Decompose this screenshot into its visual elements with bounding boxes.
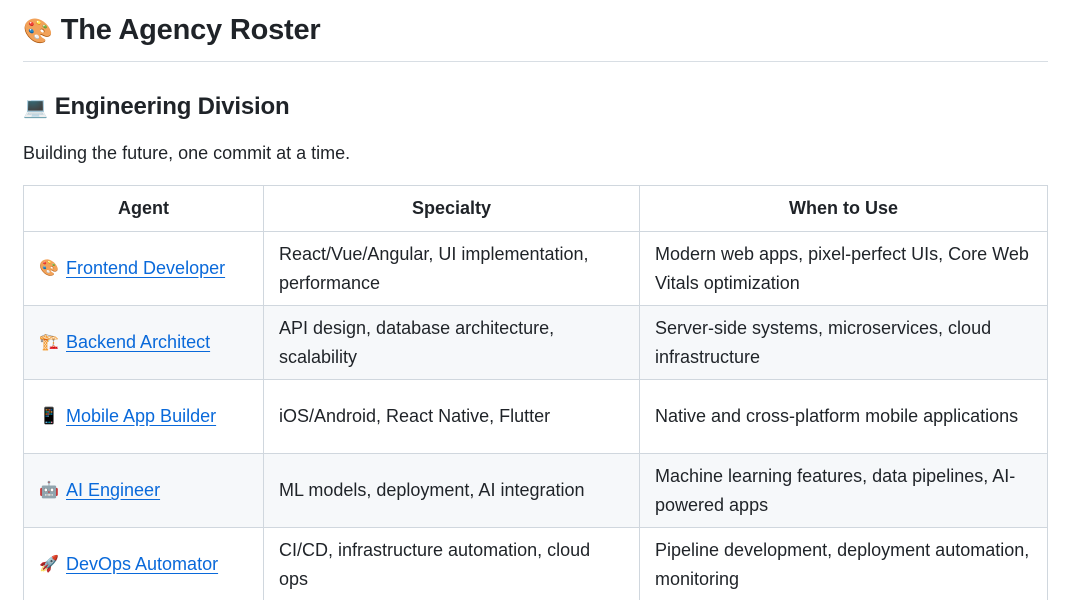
agent-link-mobile-app-builder[interactable]: Mobile App Builder bbox=[66, 406, 217, 426]
agent-link-ai-engineer[interactable]: AI Engineer bbox=[66, 480, 161, 500]
section-description: Building the future, one commit at a tim… bbox=[23, 143, 351, 163]
agents-table: Agent Specialty When to Use 🎨 Frontend D… bbox=[23, 185, 1048, 600]
page-title: 🎨 The Agency Roster bbox=[23, 0, 1048, 62]
agent-link-frontend-developer[interactable]: Frontend Developer bbox=[66, 258, 226, 278]
agent-cell: 📱 Mobile App Builder bbox=[23, 379, 264, 454]
table-row: 🚀 DevOps Automator CI/CD, infrastructure… bbox=[23, 527, 1048, 600]
section-heading-text: Engineering Division bbox=[54, 93, 290, 120]
agent-cell: 🎨 Frontend Developer bbox=[23, 231, 264, 306]
column-header-when-to-use: When to Use bbox=[639, 185, 1048, 232]
specialty-cell: React/Vue/Angular, UI implementation, pe… bbox=[263, 231, 640, 306]
table-row: 📱 Mobile App Builder iOS/Android, React … bbox=[23, 379, 1048, 454]
specialty-cell: iOS/Android, React Native, Flutter bbox=[263, 379, 640, 454]
agent-link-backend-architect[interactable]: Backend Architect bbox=[66, 332, 211, 352]
specialty-cell: CI/CD, infrastructure automation, cloud … bbox=[263, 527, 640, 600]
column-header-agent: Agent bbox=[23, 185, 264, 232]
when-to-use-cell: Machine learning features, data pipeline… bbox=[639, 453, 1048, 528]
mobile-phone-icon: 📱 bbox=[39, 408, 59, 425]
when-to-use-cell: Server-side systems, microservices, clou… bbox=[639, 305, 1048, 380]
when-to-use-cell: Pipeline development, deployment automat… bbox=[639, 527, 1048, 600]
table-row: 🏗️ Backend Architect API design, databas… bbox=[23, 305, 1048, 380]
column-header-specialty: Specialty bbox=[263, 185, 640, 232]
when-to-use-cell: Native and cross-platform mobile applica… bbox=[639, 379, 1048, 454]
palette-icon: 🎨 bbox=[23, 18, 53, 45]
agent-cell: 🤖 AI Engineer bbox=[23, 453, 264, 528]
when-to-use-cell: Modern web apps, pixel-perfect UIs, Core… bbox=[639, 231, 1048, 306]
table-header-row: Agent Specialty When to Use bbox=[23, 185, 1048, 232]
agent-cell: 🚀 DevOps Automator bbox=[23, 527, 264, 600]
specialty-cell: API design, database architecture, scala… bbox=[263, 305, 640, 380]
robot-icon: 🤖 bbox=[39, 482, 59, 499]
palette-icon: 🎨 bbox=[39, 260, 59, 277]
laptop-icon: 💻 bbox=[23, 96, 48, 119]
table-row: 🤖 AI Engineer ML models, deployment, AI … bbox=[23, 453, 1048, 528]
page-title-text: The Agency Roster bbox=[60, 14, 321, 46]
section-heading: 💻 Engineering Division bbox=[23, 92, 1048, 122]
rocket-icon: 🚀 bbox=[39, 556, 59, 573]
agent-link-devops-automator[interactable]: DevOps Automator bbox=[66, 554, 219, 574]
table-row: 🎨 Frontend Developer React/Vue/Angular, … bbox=[23, 231, 1048, 306]
specialty-cell: ML models, deployment, AI integration bbox=[263, 453, 640, 528]
construction-icon: 🏗️ bbox=[39, 334, 59, 351]
agent-cell: 🏗️ Backend Architect bbox=[23, 305, 264, 380]
